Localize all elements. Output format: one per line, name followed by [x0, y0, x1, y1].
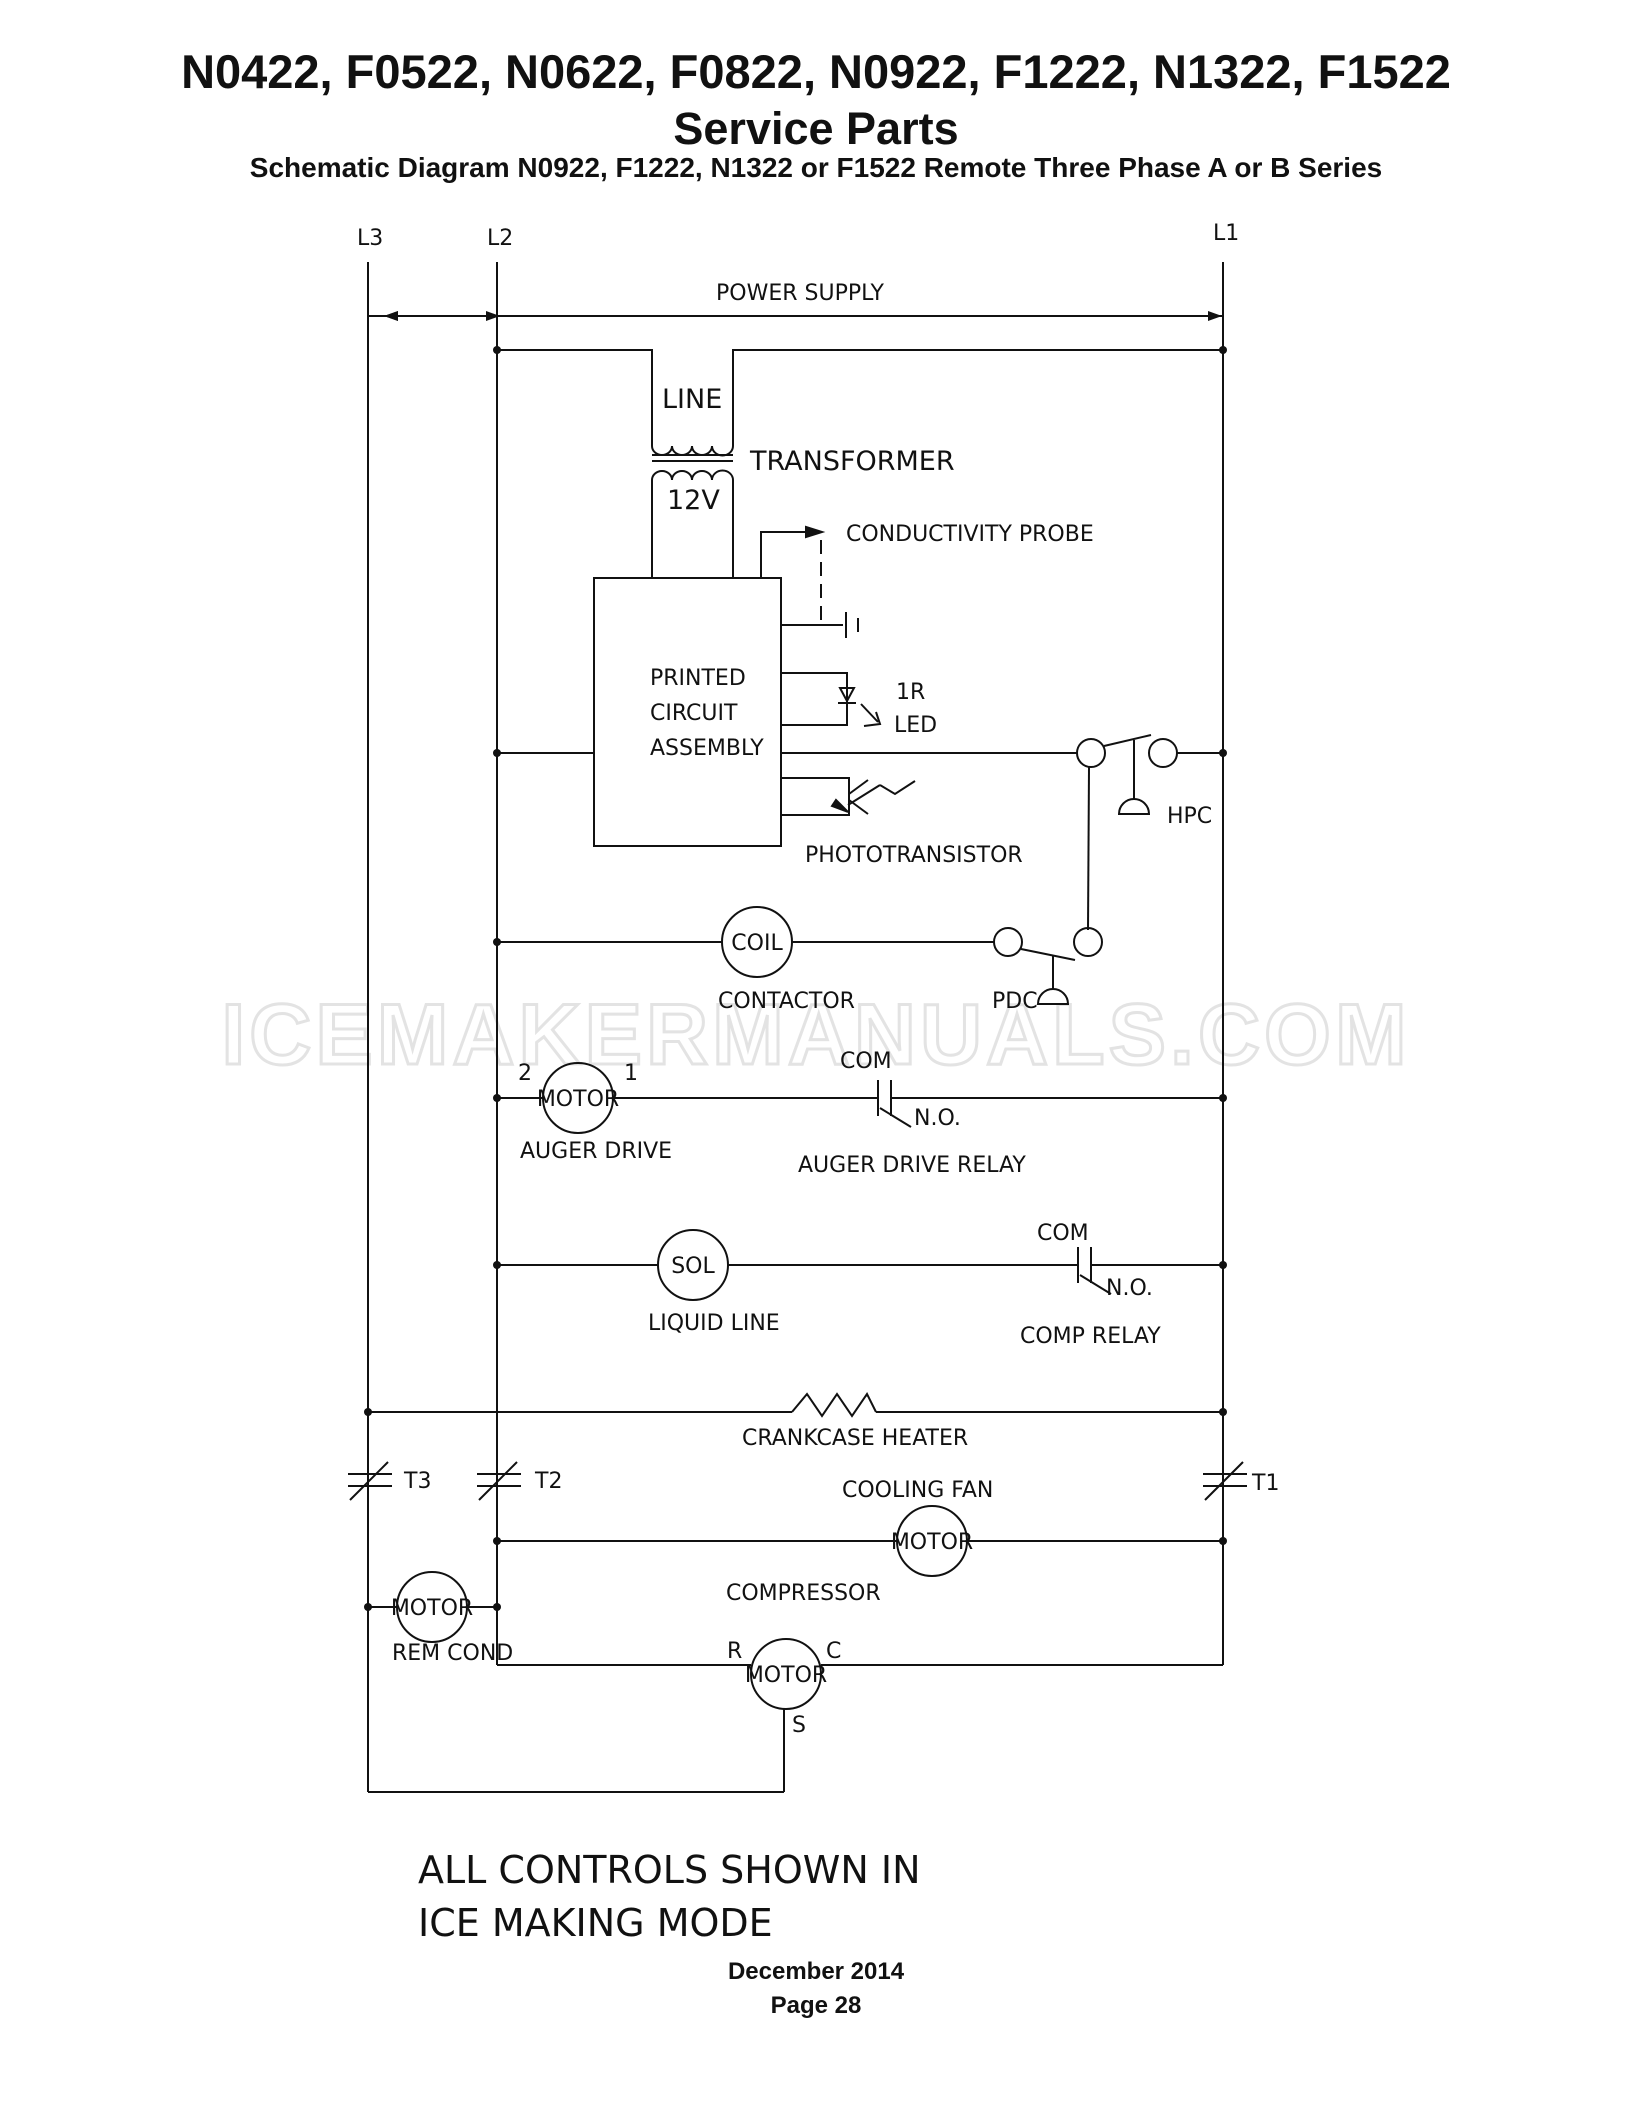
footer-page-number: Page 28: [770, 1992, 862, 2019]
diagram-caption: Schematic Diagram N0922, F1222, N1322 or…: [249, 152, 1383, 183]
page-subtitle: Service Parts: [673, 103, 959, 154]
wiring: [348, 262, 1247, 1793]
label-coil: COIL: [731, 931, 783, 956]
label-conductivity-probe: CONDUCTIVITY PROBE: [846, 522, 1094, 547]
label-transformer-line: LINE: [662, 384, 722, 415]
label-comp-relay: COMP RELAY: [1020, 1324, 1161, 1349]
label-compressor-s: S: [792, 1713, 806, 1738]
label-power-supply: POWER SUPPLY: [716, 281, 884, 306]
label-led-id: 1R: [896, 680, 925, 705]
label-auger-relay-com: COM: [840, 1049, 892, 1074]
label-auger-term-1: 1: [624, 1061, 638, 1086]
label-comp-relay-no: N.O.: [1106, 1276, 1153, 1301]
label-compressor-c: C: [826, 1639, 841, 1664]
note-line2: ICE MAKING MODE: [418, 1901, 773, 1945]
label-compressor-r: R: [727, 1639, 742, 1664]
label-auger-drive: AUGER DRIVE: [520, 1139, 672, 1164]
label-pcb-line1: PRINTED: [650, 666, 746, 691]
label-auger-term-2: 2: [518, 1061, 532, 1086]
label-contactor: CONTACTOR: [718, 989, 855, 1014]
label-hpc: HPC: [1167, 804, 1212, 829]
note-line1: ALL CONTROLS SHOWN IN: [418, 1848, 921, 1892]
label-pdc: PDC: [992, 989, 1038, 1014]
label-compressor: COMPRESSOR: [726, 1581, 881, 1606]
label-l3: L3: [357, 226, 383, 251]
label-phototransistor: PHOTOTRANSISTOR: [805, 843, 1023, 868]
diagram-labels: L3 L2 L1 POWER SUPPLY LINE TRANSFORMER 1…: [357, 221, 1279, 1945]
label-transformer: TRANSFORMER: [749, 446, 955, 477]
label-rem-cond: REM COND: [392, 1641, 513, 1666]
label-auger-motor: MOTOR: [537, 1087, 619, 1112]
label-compressor-motor: MOTOR: [745, 1663, 827, 1688]
label-pcb-line3: ASSEMBLY: [650, 736, 764, 761]
label-t2: T2: [534, 1469, 562, 1494]
label-l1: L1: [1213, 221, 1239, 246]
label-transformer-12v: 12V: [667, 485, 720, 516]
label-crankcase-heater: CRANKCASE HEATER: [742, 1426, 968, 1451]
label-l2: L2: [487, 226, 513, 251]
label-sol: SOL: [671, 1254, 715, 1279]
label-pcb-line2: CIRCUIT: [650, 701, 738, 726]
label-rem-cond-motor: MOTOR: [391, 1596, 473, 1621]
contact-t3: [348, 1461, 392, 1501]
label-liquid-line: LIQUID LINE: [648, 1311, 780, 1336]
label-auger-drive-relay: AUGER DRIVE RELAY: [798, 1153, 1026, 1178]
label-comp-relay-com: COM: [1037, 1221, 1089, 1246]
label-t1: T1: [1251, 1471, 1279, 1496]
label-led: LED: [894, 713, 937, 738]
label-fan-motor: MOTOR: [891, 1530, 973, 1555]
footer-date: December 2014: [727, 1958, 905, 1985]
page-title: N0422, F0522, N0622, F0822, N0922, F1222…: [181, 45, 1451, 98]
label-t3: T3: [403, 1469, 431, 1494]
junction-dots: [364, 346, 1227, 1611]
watermark: ICEMAKERMANUALS.COM: [221, 987, 1410, 1083]
label-auger-relay-no: N.O.: [914, 1106, 961, 1131]
label-cooling-fan: COOLING FAN: [842, 1478, 993, 1503]
